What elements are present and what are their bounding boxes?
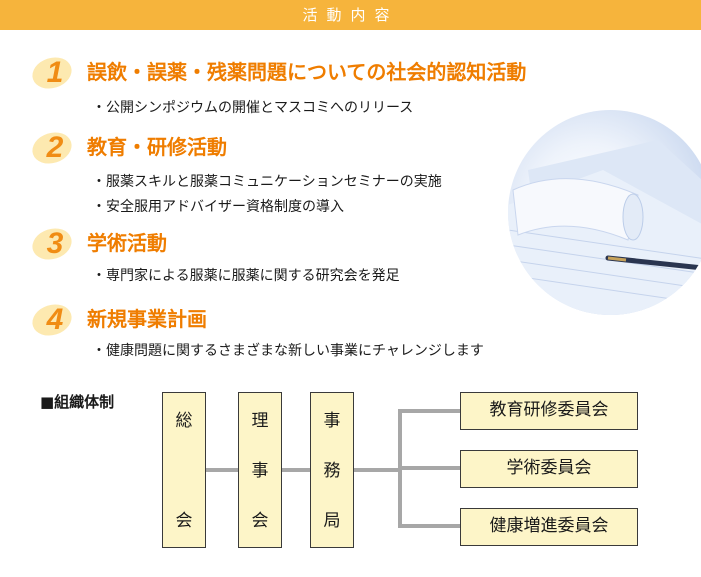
section-number-2: 2: [40, 130, 70, 166]
connector-to-academic-committee: [398, 466, 460, 470]
section-title-4: 新規事業計画: [87, 307, 207, 331]
section-3-bullet-1: ・専門家による服薬に服薬に関する研究会を発足: [92, 268, 400, 284]
board-box: 理 事 会: [238, 392, 282, 548]
connector-assembly-board: [206, 468, 238, 472]
section-title-1: 誤飲・誤薬・残薬問題についての社会的認知活動: [87, 60, 527, 84]
section-4-bullet-1: ・健康問題に関するさまざまな新しい事業にチャレンジします: [92, 343, 484, 359]
general-assembly-char-2: 会: [175, 511, 193, 531]
header-bar: [0, 0, 701, 30]
secretariat-char-3: 局: [323, 511, 341, 531]
academic-committee-box: 学術委員会: [460, 450, 638, 488]
connector-board-secretariat: [282, 468, 310, 472]
section-title-3: 学術活動: [87, 231, 167, 255]
board-char-2: 事: [251, 461, 269, 481]
pen-and-paper-photo: [508, 110, 701, 315]
section-title-2: 教育・研修活動: [87, 135, 227, 159]
secretariat-box: 事 務 局: [310, 392, 354, 548]
board-char-1: 理: [251, 411, 269, 431]
education-committee-box: 教育研修委員会: [460, 392, 638, 430]
connector-to-education-committee: [398, 409, 460, 413]
connector-to-health-committee: [398, 524, 460, 528]
section-2-bullet-2: ・安全服用アドバイザー資格制度の導入: [92, 199, 344, 215]
board-char-3: 会: [251, 511, 269, 531]
header-title: 活動内容: [302, 6, 399, 24]
connector-secretariat-branch: [354, 468, 402, 472]
general-assembly-box: 総 会: [162, 392, 206, 548]
general-assembly-char-1: 総: [175, 411, 193, 431]
health-committee-box: 健康増進委員会: [460, 508, 638, 546]
section-2-bullet-1: ・服薬スキルと服薬コミュニケーションセミナーの実施: [92, 174, 442, 190]
org-chart-label: ■組織体制: [40, 393, 115, 411]
secretariat-char-1: 事: [323, 411, 341, 431]
section-number-3: 3: [40, 226, 70, 262]
secretariat-char-2: 務: [323, 461, 341, 481]
section-number-1: 1: [40, 55, 70, 91]
section-1-bullet-1: ・公開シンポジウムの開催とマスコミへのリリース: [92, 100, 414, 116]
section-number-4: 4: [40, 302, 70, 338]
